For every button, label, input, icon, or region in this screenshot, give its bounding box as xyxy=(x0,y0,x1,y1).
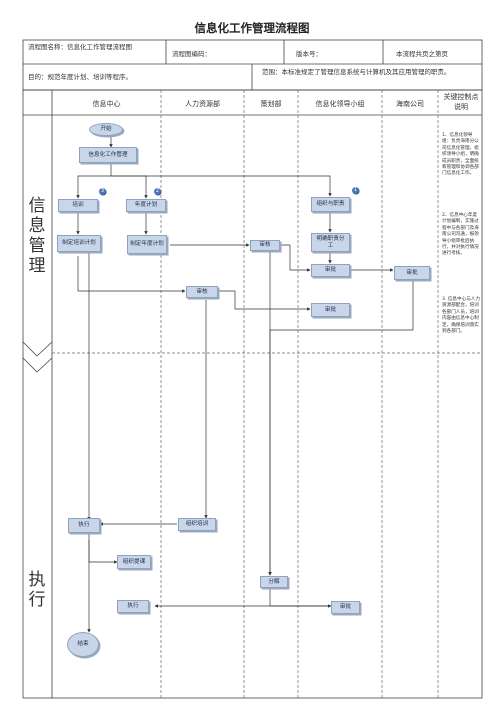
key-control-header: 关键控制点说明 xyxy=(443,93,479,111)
process-name: 流程图名称：信息化工作管理流程图 xyxy=(28,43,132,51)
page-title: 信息化工作管理流程图 xyxy=(194,21,310,35)
node-org-duties[interactable]: 组织与职责 xyxy=(311,197,350,212)
node-approve-final[interactable]: 审批 xyxy=(331,601,360,614)
lane-planning: 策划部 xyxy=(260,100,282,108)
page-count: 本流程共页之第页 xyxy=(396,50,448,58)
node-org-promotion[interactable]: 组织提课 xyxy=(117,555,151,569)
node-approve-leadership[interactable]: 审批 xyxy=(311,264,350,277)
badge-annual-plan: 2 xyxy=(154,188,161,195)
node-make-training-plan[interactable]: 制定培训计划 xyxy=(57,235,101,252)
node-it-mgmt[interactable]: 信息化工作管理 xyxy=(79,147,137,163)
phase-exec-label: 执行 xyxy=(28,570,46,610)
process-code: 流程图编码： xyxy=(172,50,211,58)
node-organize-training[interactable]: 组织培训 xyxy=(178,518,216,531)
lane-hainan: 海南公司 xyxy=(396,100,424,108)
scope: 范围：本标准规定了管理信息系统与计算机及其应用管理的职责。 xyxy=(262,68,451,76)
node-clarify-roles[interactable]: 明确职责分工 xyxy=(311,233,350,252)
lane-it-leadership: 信息化领导小组 xyxy=(315,100,365,108)
purpose: 目的：规范年度计划、培训等程序。 xyxy=(28,73,132,81)
node-review-plan[interactable]: 审核 xyxy=(250,240,280,251)
start-node[interactable]: 开始 xyxy=(89,123,123,136)
node-execute-1[interactable]: 执行 xyxy=(68,518,100,533)
key-control-note-2: 2、信息中心年度计划编制，实施过程中与各部门及海南公司沟通，报领导小组审批后执行… xyxy=(442,213,479,257)
node-review-hr[interactable]: 审核 xyxy=(186,286,218,298)
node-approve-leadership-2[interactable]: 审批 xyxy=(311,303,350,317)
end-node[interactable]: 结束 xyxy=(67,632,99,657)
node-training[interactable]: 培训 xyxy=(58,199,98,212)
key-control-note-3: 3. 信息中心与人力资源部配合，培训各部门人员，培训内容由信息中心制定，确保培训… xyxy=(442,297,481,335)
node-execute-2[interactable]: 执行 xyxy=(117,600,149,613)
lane-info-center: 信息中心 xyxy=(92,100,121,108)
version-number: 版本号： xyxy=(296,50,322,58)
node-decompose[interactable]: 分解 xyxy=(260,576,288,588)
phase-plan-label: 信息管理 xyxy=(28,196,46,276)
node-make-annual-plan[interactable]: 制定年度计划 xyxy=(127,235,167,254)
node-annual-plan[interactable]: 年度计划 xyxy=(126,199,166,212)
key-control-note-1: 1、信息化领导组：负责海南分公司信息化管理，组织领导小组，明确成员职责，全面统筹… xyxy=(442,133,479,177)
badge-training: 3 xyxy=(99,188,106,195)
lane-hr: 人力资源部 xyxy=(185,100,220,108)
node-approve-hainan[interactable]: 审批 xyxy=(394,266,430,280)
badge-org-duties: 1 xyxy=(352,187,359,194)
